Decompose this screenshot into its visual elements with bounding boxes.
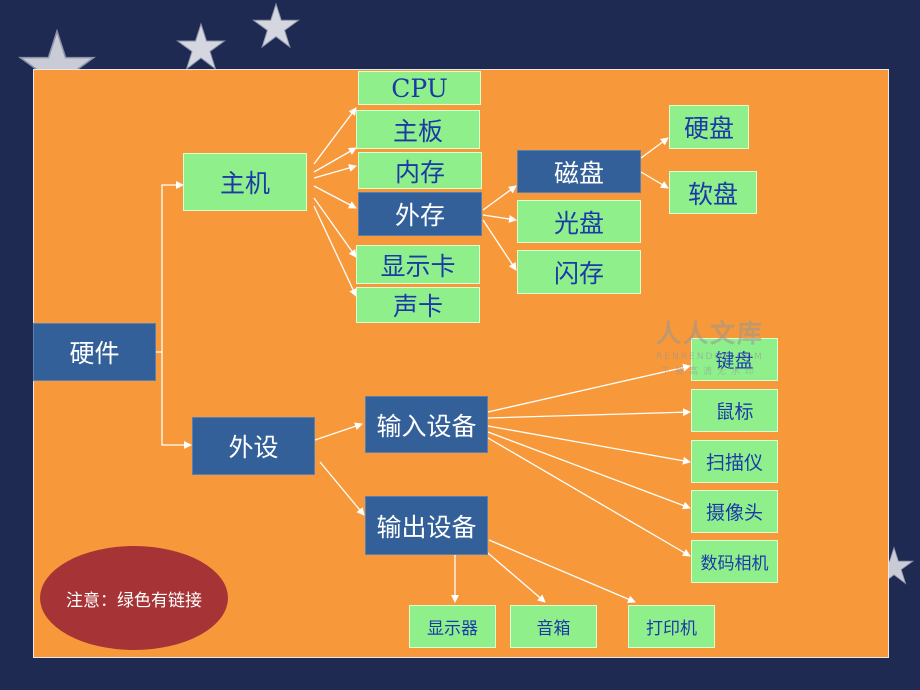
node-flash-memory[interactable]: 闪存 bbox=[517, 250, 641, 294]
node-host[interactable]: 主机 bbox=[183, 153, 307, 211]
note-green-has-links: 注意：绿色有链接 bbox=[40, 546, 228, 650]
node-camera[interactable]: 摄像头 bbox=[691, 490, 778, 533]
star-icon bbox=[252, 2, 300, 49]
watermark-url: RENRENDOC.COM bbox=[656, 352, 764, 362]
node-floppy-disk[interactable]: 软盘 bbox=[669, 171, 757, 214]
watermark-title: 人人文库 bbox=[655, 319, 764, 348]
watermark-tagline: 下载高清无水印 bbox=[660, 367, 759, 377]
node-optical-disc[interactable]: 光盘 bbox=[517, 200, 641, 243]
node-sound-card[interactable]: 声卡 bbox=[356, 287, 480, 323]
watermark: 人人文库 RENRENDOC.COM 下载高清无水印 bbox=[640, 314, 780, 377]
node-printer[interactable]: 打印机 bbox=[628, 605, 715, 648]
node-hardware: 硬件 bbox=[33, 323, 156, 381]
node-graphics-card[interactable]: 显示卡 bbox=[356, 245, 480, 284]
node-cpu[interactable]: CPU bbox=[358, 71, 481, 105]
node-keyboard[interactable]: 键盘 bbox=[691, 338, 778, 381]
node-digital-camera[interactable]: 数码相机 bbox=[691, 540, 778, 583]
node-output-devices: 输出设备 bbox=[365, 496, 488, 555]
star-icon bbox=[176, 22, 226, 71]
node-monitor[interactable]: 显示器 bbox=[409, 605, 496, 648]
node-memory[interactable]: 内存 bbox=[358, 152, 482, 189]
node-mouse[interactable]: 鼠标 bbox=[691, 389, 778, 432]
node-disk: 磁盘 bbox=[517, 150, 641, 193]
node-hard-disk[interactable]: 硬盘 bbox=[669, 105, 749, 149]
node-scanner[interactable]: 扫描仪 bbox=[691, 440, 778, 483]
node-input-devices: 输入设备 bbox=[365, 396, 488, 453]
node-external-storage: 外存 bbox=[358, 192, 482, 236]
node-speaker[interactable]: 音箱 bbox=[510, 605, 597, 648]
node-motherboard[interactable]: 主板 bbox=[356, 110, 480, 149]
node-peripherals: 外设 bbox=[192, 417, 315, 475]
